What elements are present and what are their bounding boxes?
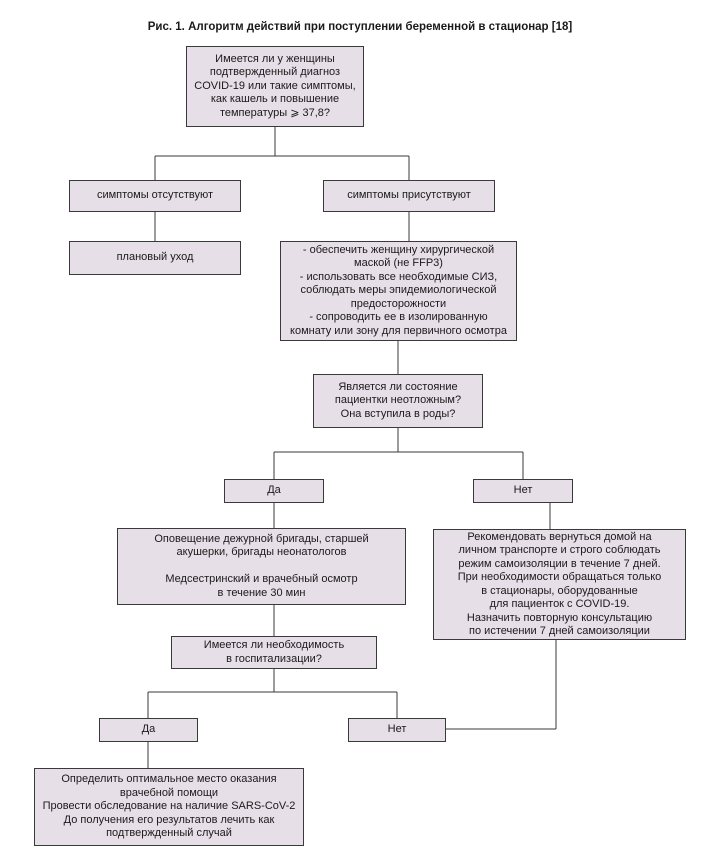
no-node-1: Нет [473, 479, 573, 503]
yes-node-2: Да [99, 718, 198, 742]
yes-node-1: Да [224, 479, 324, 503]
no-symptoms-node: симптомы отсутствуют [69, 180, 241, 212]
question-urgent-node: Является ли состояние пациентки неотложн… [313, 374, 483, 428]
symptoms-present-node: симптомы присутствуют [323, 180, 495, 212]
question-hospitalization-node: Имеется ли необходимость в госпитализаци… [171, 636, 377, 669]
final-actions-node: Определить оптимальное место оказания вр… [34, 768, 304, 846]
protective-measures-node: - обеспечить женщину хирургической маско… [280, 241, 517, 341]
no-node-2: Нет [348, 718, 446, 742]
home-isolation-node: Рекомендовать вернуться домой на личном … [433, 529, 686, 640]
planned-care-node: плановый уход [69, 241, 241, 275]
notify-team-node: Оповещение дежурной бригады, старшей аку… [117, 528, 406, 605]
question-covid-node: Имеется ли у женщины подтвержденный диаг… [186, 46, 364, 127]
figure-title: Рис. 1. Алгоритм действий при поступлени… [147, 21, 573, 33]
